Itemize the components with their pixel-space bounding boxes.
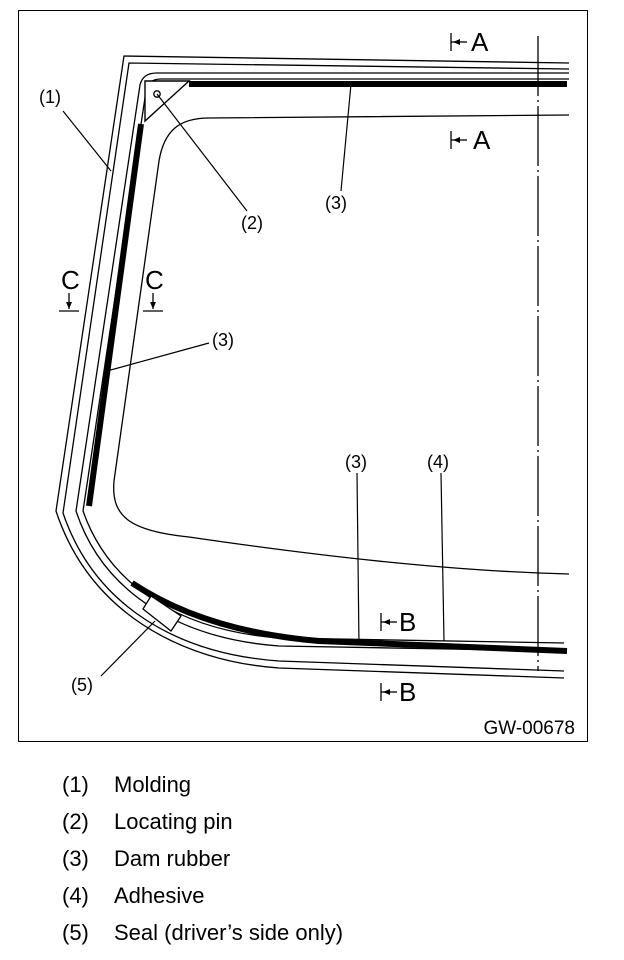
dam-rubber-side bbox=[86, 123, 144, 507]
leader-dam-rubber-top bbox=[340, 83, 352, 192]
section-mark-a-top: A bbox=[450, 27, 489, 57]
legend-number: (2) bbox=[62, 808, 89, 834]
callout-dam-rubber-top: (3) bbox=[325, 193, 347, 213]
molding-inner-line bbox=[62, 62, 570, 672]
legend-item: (3) Dam rubber bbox=[62, 840, 343, 877]
legend-label: Adhesive bbox=[114, 882, 205, 908]
legend-item: (1) Molding bbox=[62, 766, 343, 803]
legend-number: (5) bbox=[62, 919, 89, 945]
dam-rubber-bottom bbox=[130, 580, 568, 654]
section-mark-c-left: C bbox=[59, 265, 80, 312]
section-mark-a-bottom: A bbox=[450, 125, 491, 155]
svg-text:B: B bbox=[399, 677, 416, 707]
legend-number: (4) bbox=[62, 882, 89, 908]
callout-molding: (1) bbox=[39, 87, 61, 107]
section-mark-b-top: B bbox=[380, 607, 416, 637]
legend-label: Molding bbox=[114, 771, 192, 797]
callout-locating-pin: (2) bbox=[241, 213, 263, 233]
section-mark-c-right: C bbox=[143, 265, 164, 312]
leader-molding bbox=[62, 110, 112, 172]
callout-dam-rubber-bottom: (3) bbox=[345, 452, 367, 472]
molding-outer-line bbox=[55, 55, 570, 679]
legend-number: (1) bbox=[62, 771, 89, 797]
glass-inner-edge-line bbox=[82, 78, 569, 644]
callout-adhesive: (4) bbox=[427, 452, 449, 472]
svg-text:B: B bbox=[399, 607, 416, 637]
legend-label: Dam rubber bbox=[114, 845, 231, 871]
glass-edge-line bbox=[75, 72, 569, 652]
ceramic-boundary-line bbox=[113, 114, 570, 575]
leader-dam-rubber-side bbox=[106, 342, 210, 372]
legend-label: Locating pin bbox=[114, 808, 233, 834]
svg-text:C: C bbox=[145, 265, 164, 295]
diagram-canvas: A A B B C C bbox=[39, 27, 575, 739]
legend-item: (4) Adhesive bbox=[62, 877, 343, 914]
windshield-diagram: A A B B C C bbox=[18, 10, 588, 742]
callout-seal: (5) bbox=[71, 675, 93, 695]
svg-text:C: C bbox=[61, 265, 80, 295]
leader-locating-pin bbox=[156, 93, 248, 212]
seal bbox=[142, 595, 182, 632]
figure-code: GW-00678 bbox=[483, 718, 575, 739]
legend-item: (5) Seal (driver’s side only) bbox=[62, 914, 343, 951]
legend-number: (3) bbox=[62, 845, 89, 871]
section-mark-b-bottom: B bbox=[380, 677, 416, 707]
legend: (1) Molding (2) Locating pin (3) Dam rub… bbox=[62, 766, 343, 951]
leader-adhesive bbox=[440, 472, 445, 642]
leader-dam-rubber-bottom bbox=[356, 472, 360, 646]
callout-dam-rubber-side: (3) bbox=[212, 330, 234, 350]
svg-text:A: A bbox=[471, 27, 489, 57]
legend-item: (2) Locating pin bbox=[62, 803, 343, 840]
svg-text:A: A bbox=[473, 125, 491, 155]
leader-seal bbox=[100, 620, 156, 677]
legend-label: Seal (driver’s side only) bbox=[114, 919, 344, 945]
locating-pin bbox=[144, 80, 191, 123]
